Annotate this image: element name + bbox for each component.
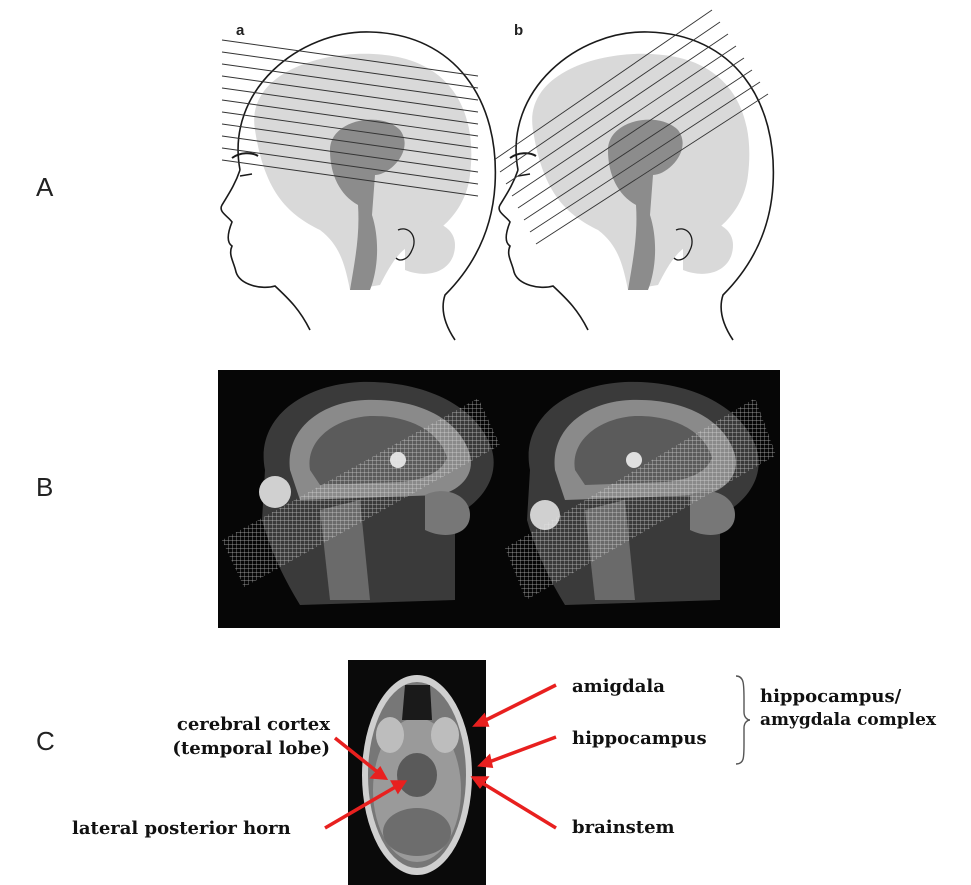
label-brainstem: brainstem <box>572 817 675 838</box>
eyebrow-b <box>510 153 536 158</box>
head-diagram-b <box>494 10 773 340</box>
label-amigdala: amigdala <box>572 676 665 697</box>
arrow-amigdala <box>476 685 556 725</box>
label-complex-line2: amygdala complex <box>760 710 936 730</box>
label-complex-line1: hippocampus/ <box>760 686 901 707</box>
mri-sagittal-panel <box>218 370 780 628</box>
label-hippocampus: hippocampus <box>572 728 707 749</box>
mri-axial-panel <box>348 660 486 885</box>
eyebrow-a <box>232 153 258 158</box>
arrow-brainstem <box>474 778 556 828</box>
label-temporal-lobe: (temporal lobe) <box>130 738 330 759</box>
complex-bracket <box>736 676 750 764</box>
eye-a <box>240 174 252 176</box>
brainstem-axial <box>397 753 437 797</box>
sinus-axial <box>402 685 432 720</box>
arrow-hippocampus <box>481 737 556 765</box>
head-diagram-a <box>221 32 495 340</box>
label-lateral-posterior-horn: lateral posterior horn <box>72 818 291 839</box>
label-cerebral-cortex: cerebral cortex <box>130 714 330 735</box>
